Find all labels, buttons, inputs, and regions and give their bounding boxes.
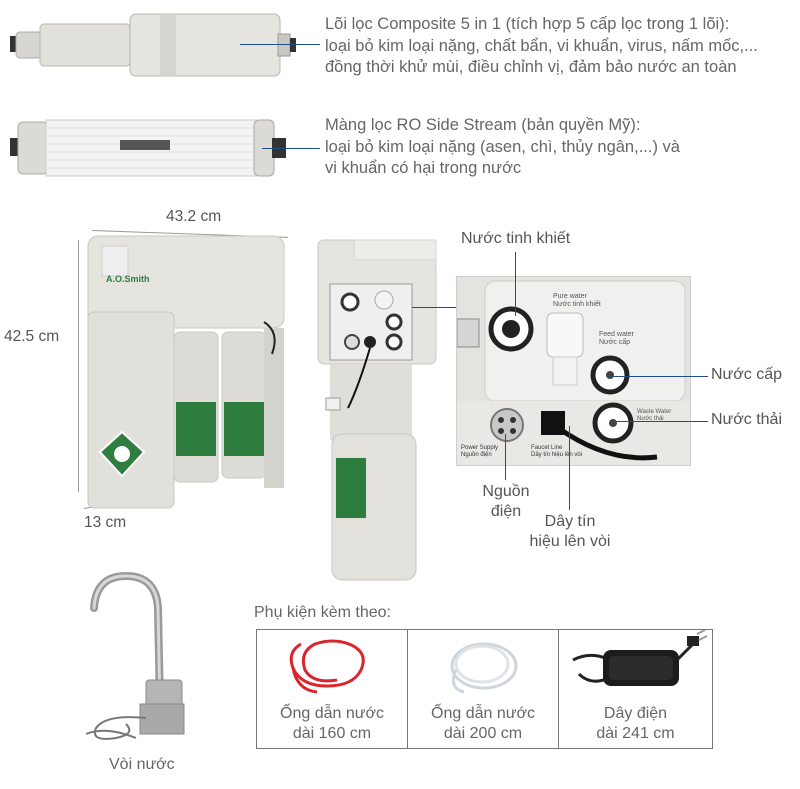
callout-faucet-signal-line-1: Dây tín (544, 513, 596, 530)
ro-membrane-line-1: Màng lọc RO Side Stream (bản quyền Mỹ): (325, 116, 641, 134)
composite-filter-callout-line (240, 44, 320, 45)
callout-faucet-signal-pointer (569, 426, 570, 510)
callout-feed-water: Nước cấp (711, 366, 782, 383)
purifier-unit-front-image: A.O.Smith (84, 232, 294, 514)
accessory-caption-red-tube-line-2: dài 160 cm (292, 725, 372, 742)
accessory-caption-power-adapter-line-2: dài 241 cm (596, 725, 675, 742)
ro-membrane-line-2: loại bỏ kim loại nặng (asen, chì, thủy n… (325, 137, 680, 156)
connection-panel-zoom: Pure water Nước tinh khiết Feed water Nư… (456, 276, 691, 466)
accessories-heading: Phụ kiện kèm theo: (254, 604, 391, 621)
panel-label-power-supply-vi: Nguồn điện (461, 452, 492, 458)
faucet-label: Vòi nước (109, 756, 175, 773)
panel-label-waste-water-vi: Nước thải (637, 416, 664, 422)
panel-label-waste-water: Waste Water Nước thải (637, 409, 671, 423)
panel-label-faucet-line-vi: Dây tín hiệu lên vòi (531, 452, 583, 458)
accessory-caption-power-adapter: Dây điện dài 241 cm (559, 704, 712, 744)
depth-dimension-label: 13 cm (84, 514, 127, 531)
callout-faucet-signal-line-2: hiệu lên vòi (529, 533, 611, 550)
accessory-cell-clear-tube: Ống dẫn nước dài 200 cm (408, 630, 559, 748)
ro-membrane-line-3: vi khuẩn có hại trong nước (325, 159, 522, 177)
callout-power-line-1: Nguồn (482, 483, 530, 500)
accessories-box: Ống dẫn nước dài 160 cm Ống dẫn nước dài… (256, 629, 713, 749)
callout-power: Nguồn điện (474, 482, 538, 522)
height-dimension-label: 42.5 cm (4, 328, 60, 345)
panel-label-power-supply: Power Supply Nguồn điện (461, 445, 498, 459)
composite-filter-line-1: Lõi lọc Composite 5 in 1 (tích hợp 5 cấp… (325, 15, 730, 33)
zoom-connector-line (412, 307, 456, 308)
width-dimension-label: 43.2 cm (166, 208, 222, 225)
panel-label-pure-water: Pure water Nước tinh khiết (553, 293, 601, 309)
panel-label-feed-water-vi: Nước cấp (599, 339, 631, 346)
callout-waste-water-line (612, 421, 708, 422)
callout-faucet-signal: Dây tín hiệu lên vòi (520, 512, 620, 552)
composite-filter-line-2: loại bỏ kim loại nặng, chất bẩn, vi khuẩ… (325, 36, 758, 55)
composite-filter-image (10, 10, 300, 80)
panel-label-power-supply-en: Power Supply (461, 445, 499, 451)
panel-label-faucet-line: Faucet Line Dây tín hiệu lên vòi (531, 445, 582, 459)
faucet-image (76, 568, 206, 746)
panel-label-feed-water-en: Feed water (599, 331, 635, 338)
accessory-caption-clear-tube-line-2: dài 200 cm (443, 725, 523, 742)
height-dimension-line (78, 240, 79, 492)
panel-label-pure-water-vi: Nước tinh khiết (553, 301, 601, 308)
callout-feed-water-line (612, 376, 708, 377)
composite-filter-line-3: đồng thời khử mùi, điều chỉnh vị, đảm bả… (325, 58, 737, 76)
brand-logo-front: A.O.Smith (106, 274, 150, 284)
panel-label-faucet-line-en: Faucet Line (531, 445, 563, 451)
ro-membrane-image (10, 112, 300, 184)
accessory-cell-power-adapter: Dây điện dài 241 cm (559, 629, 712, 748)
purifier-unit-side-image (317, 238, 438, 581)
panel-label-waste-water-en: Waste Water (637, 409, 672, 415)
panel-label-feed-water: Feed water Nước cấp (599, 331, 634, 347)
callout-waste-water: Nước thải (711, 411, 782, 428)
accessory-cell-red-tube: Ống dẫn nước dài 160 cm (257, 630, 408, 748)
ro-membrane-callout-line (262, 148, 320, 149)
callout-pure-water-line (515, 252, 516, 316)
accessory-caption-red-tube: Ống dẫn nước dài 160 cm (257, 704, 407, 744)
ro-membrane-description: Màng lọc RO Side Stream (bản quyền Mỹ): … (325, 115, 680, 180)
accessory-caption-power-adapter-line-1: Dây điện (603, 705, 668, 722)
callout-power-pointer (505, 434, 506, 480)
accessory-caption-clear-tube-line-1: Ống dẫn nước (431, 705, 535, 722)
panel-label-pure-water-en: Pure water (553, 293, 587, 300)
accessory-caption-red-tube-line-1: Ống dẫn nước (280, 705, 384, 722)
callout-power-line-2: điện (490, 503, 522, 520)
accessory-caption-clear-tube: Ống dẫn nước dài 200 cm (408, 704, 558, 744)
callout-pure-water: Nước tinh khiết (461, 230, 571, 247)
composite-filter-description: Lõi lọc Composite 5 in 1 (tích hợp 5 cấp… (325, 14, 758, 79)
